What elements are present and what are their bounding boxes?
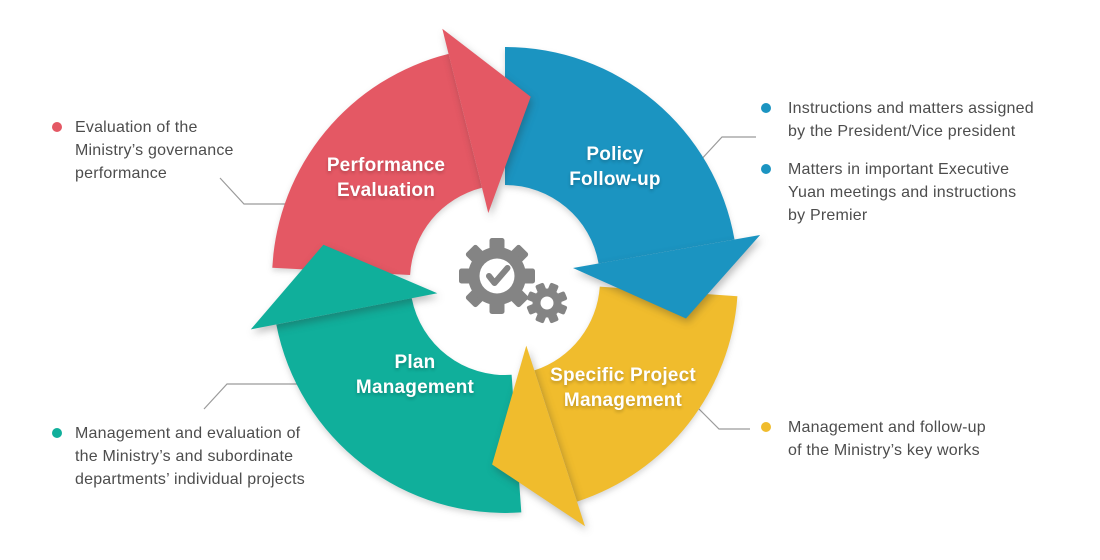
note-specific: Management and follow-up of the Ministry… [788, 416, 986, 462]
small-gear-icon [526, 282, 568, 324]
segment-arrowhead-performance-evaluation [442, 28, 531, 214]
cycle-arrow-heads [250, 28, 761, 527]
note-line: Evaluation of the [75, 119, 198, 136]
note-line: by Premier [788, 207, 868, 224]
bullet-dot-performance [52, 122, 62, 132]
segment-label-specific-project-management: Specific Project Management [550, 365, 696, 411]
bullet-dot-plan [52, 428, 62, 438]
segment-label-performance-evaluation: Performance Evaluation [326, 155, 446, 201]
note-plan: Management and evaluation of the Ministr… [75, 422, 305, 491]
bullet-dot-policy-2 [761, 164, 771, 174]
note-line: Yuan meetings and instructions [788, 184, 1017, 201]
note-line: the Ministry’s and subordinate [75, 448, 294, 465]
connector-line-plan [203, 383, 299, 410]
segment-arrowhead-policy-follow-up [573, 235, 761, 319]
cycle-arrow-bodies [272, 46, 738, 513]
segment-label-policy-follow-up: Policy Follow-up [569, 144, 661, 190]
note-line: by the President/Vice president [788, 123, 1016, 140]
note-line: Matters in important Executive [788, 161, 1010, 178]
note-line: Management and evaluation of [75, 425, 301, 442]
bullet-dot-policy-1 [761, 103, 771, 113]
note-line: of the Ministry’s key works [788, 442, 980, 459]
segment-arrowhead-specific-project-management [492, 345, 585, 527]
segment-specific-project-management [534, 286, 738, 502]
gear-checkmark-icon [459, 238, 535, 314]
segment-plan-management [276, 298, 522, 513]
note-line: departments’ individual projects [75, 471, 305, 488]
note-policy-2: Matters in important Executive Yuan meet… [788, 158, 1016, 227]
note-line: performance [75, 165, 168, 182]
segment-label-plan-management: Plan Management [355, 352, 475, 398]
note-line: Instructions and matters assigned [788, 100, 1034, 117]
note-line: Ministry’s governance [75, 142, 234, 159]
connector-line-performance [219, 177, 293, 205]
segment-policy-follow-up [505, 46, 735, 264]
checkmark-icon [486, 265, 511, 286]
note-policy-1: Instructions and matters assigned by the… [788, 97, 1034, 143]
segment-performance-evaluation [272, 53, 482, 276]
note-line: Management and follow-up [788, 419, 986, 436]
segment-arrowhead-plan-management [250, 244, 438, 330]
connector-line-policy [697, 136, 756, 164]
connector-line-specific [693, 403, 750, 430]
note-performance: Evaluation of the Ministry’s governance … [75, 116, 234, 185]
bullet-dot-specific [761, 422, 771, 432]
